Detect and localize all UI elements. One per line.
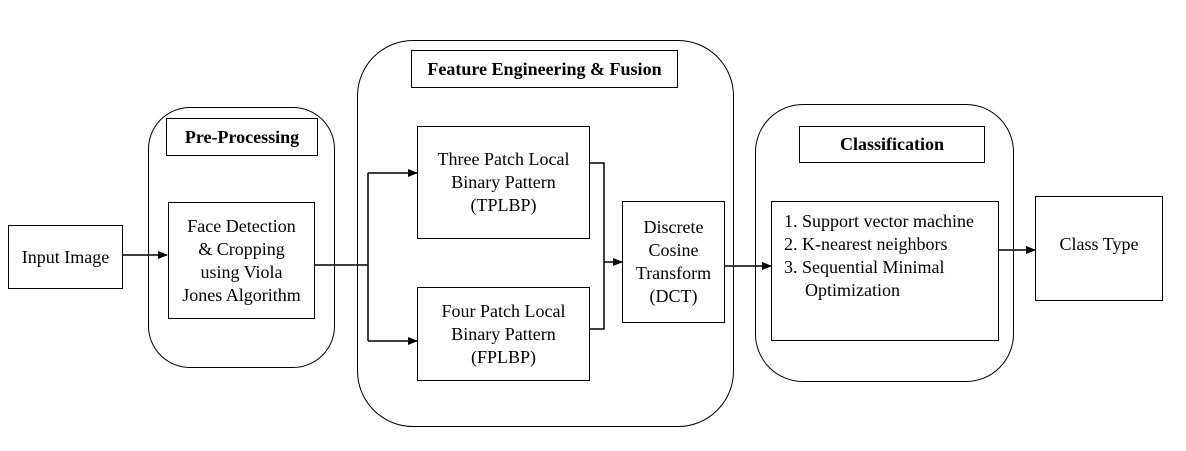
face-detection-line-3: using Viola [200,261,283,282]
preprocessing-group [148,107,335,368]
preprocessing-title: Pre-Processing [166,118,318,156]
method-smo-continued: Optimization [805,280,900,300]
feature-title-text: Feature Engineering & Fusion [427,58,662,79]
tplbp-line-3: (TPLBP) [470,195,537,215]
method-smo: 3. Sequential Minimal [784,257,945,277]
preprocessing-title-text: Pre-Processing [184,126,300,147]
face-detection-line-4: Jones Algorithm [182,284,301,305]
classification-methods-box: 1. Support vector machine 2. K-nearest n… [771,201,999,341]
dct-line-3: Transform [635,263,712,283]
dct-box: Discrete Cosine Transform (DCT) [622,201,725,323]
face-detection-box: Face Detection & Cropping using Viola Jo… [168,202,315,319]
dct-line-1: Discrete [643,217,704,237]
method-knn: 2. K-nearest neighbors [784,234,948,254]
tplbp-box: Three Patch Local Binary Pattern (TPLBP) [417,126,590,239]
classification-title-text: Classification [839,134,944,154]
class-type-label: Class Type [1059,234,1139,254]
feature-group [357,40,734,427]
fplbp-line-2: Binary Pattern [451,323,556,344]
face-detection-line-1: Face Detection [187,215,296,236]
feature-title: Feature Engineering & Fusion [411,50,678,88]
input-image-box: Input Image [8,225,123,289]
method-svm: 1. Support vector machine [784,211,974,231]
fplbp-box: Four Patch Local Binary Pattern (FPLBP) [417,287,590,381]
line-tplbp-merge [590,162,605,262]
tplbp-line-2: Binary Pattern [451,172,556,192]
classification-group [755,104,1014,382]
class-type-box: Class Type [1035,196,1163,301]
dct-line-2: Cosine [648,240,699,260]
tplbp-line-1: Three Patch Local [437,149,570,169]
input-image-label: Input Image [21,246,110,267]
fplbp-line-3: (FPLBP) [470,346,537,367]
face-detection-line-2: & Cropping [198,238,285,259]
classification-title: Classification [799,126,985,163]
fplbp-line-1: Four Patch Local [441,300,566,321]
line-fplbp-merge [590,262,605,330]
dct-line-4: (DCT) [649,286,698,306]
